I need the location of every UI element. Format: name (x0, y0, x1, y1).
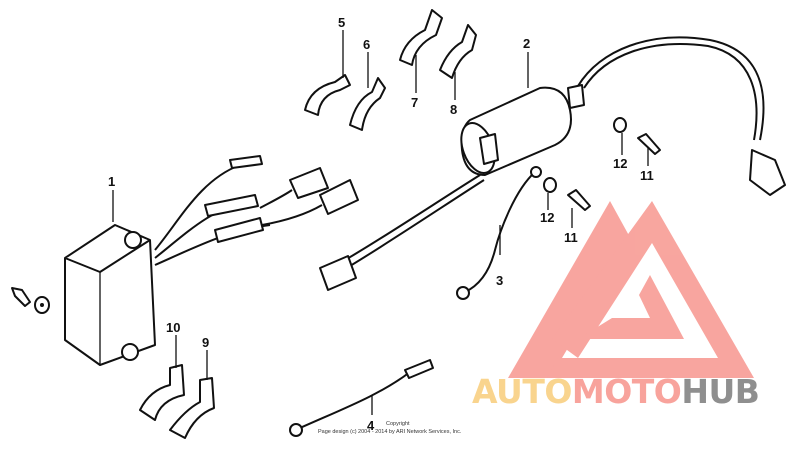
callout-4: 4 (367, 418, 375, 433)
callout-12b: 12 (540, 210, 554, 225)
ignition-module-drawing (64, 155, 359, 366)
callout-2: 2 (523, 36, 530, 51)
wordmark-auto: AUTO (472, 372, 572, 411)
automotohub-wordmark: AUTOMOTOHUB (472, 372, 760, 411)
ignition-coil-drawing (319, 36, 786, 291)
clamps (139, 9, 477, 439)
copyright-line-1: Copyright (386, 421, 410, 427)
callout-9: 9 (202, 335, 209, 350)
automotohub-logo-mark (508, 201, 754, 378)
wordmark-moto: MOTO (571, 372, 682, 411)
callout-1: 1 (108, 174, 115, 189)
callout-10: 10 (166, 320, 180, 335)
callout-8: 8 (450, 102, 457, 117)
callout-12a: 12 (613, 156, 627, 171)
callout-5: 5 (338, 15, 345, 30)
ground-wire-3 (464, 171, 536, 293)
callout-6: 6 (363, 37, 370, 52)
copyright-line-2: Page design (c) 2004 - 2014 by ARI Netwo… (318, 429, 462, 435)
callout-7: 7 (411, 95, 418, 110)
leader-lines (112, 30, 649, 415)
callout-11b: 11 (564, 230, 578, 245)
ground-wire-4 (299, 371, 411, 429)
wordmark-hub: HUB (681, 372, 760, 411)
callout-11a: 11 (640, 168, 654, 183)
bolt-washer-left (11, 287, 50, 314)
callout-3: 3 (496, 273, 503, 288)
bolts-washers-right (543, 117, 661, 211)
